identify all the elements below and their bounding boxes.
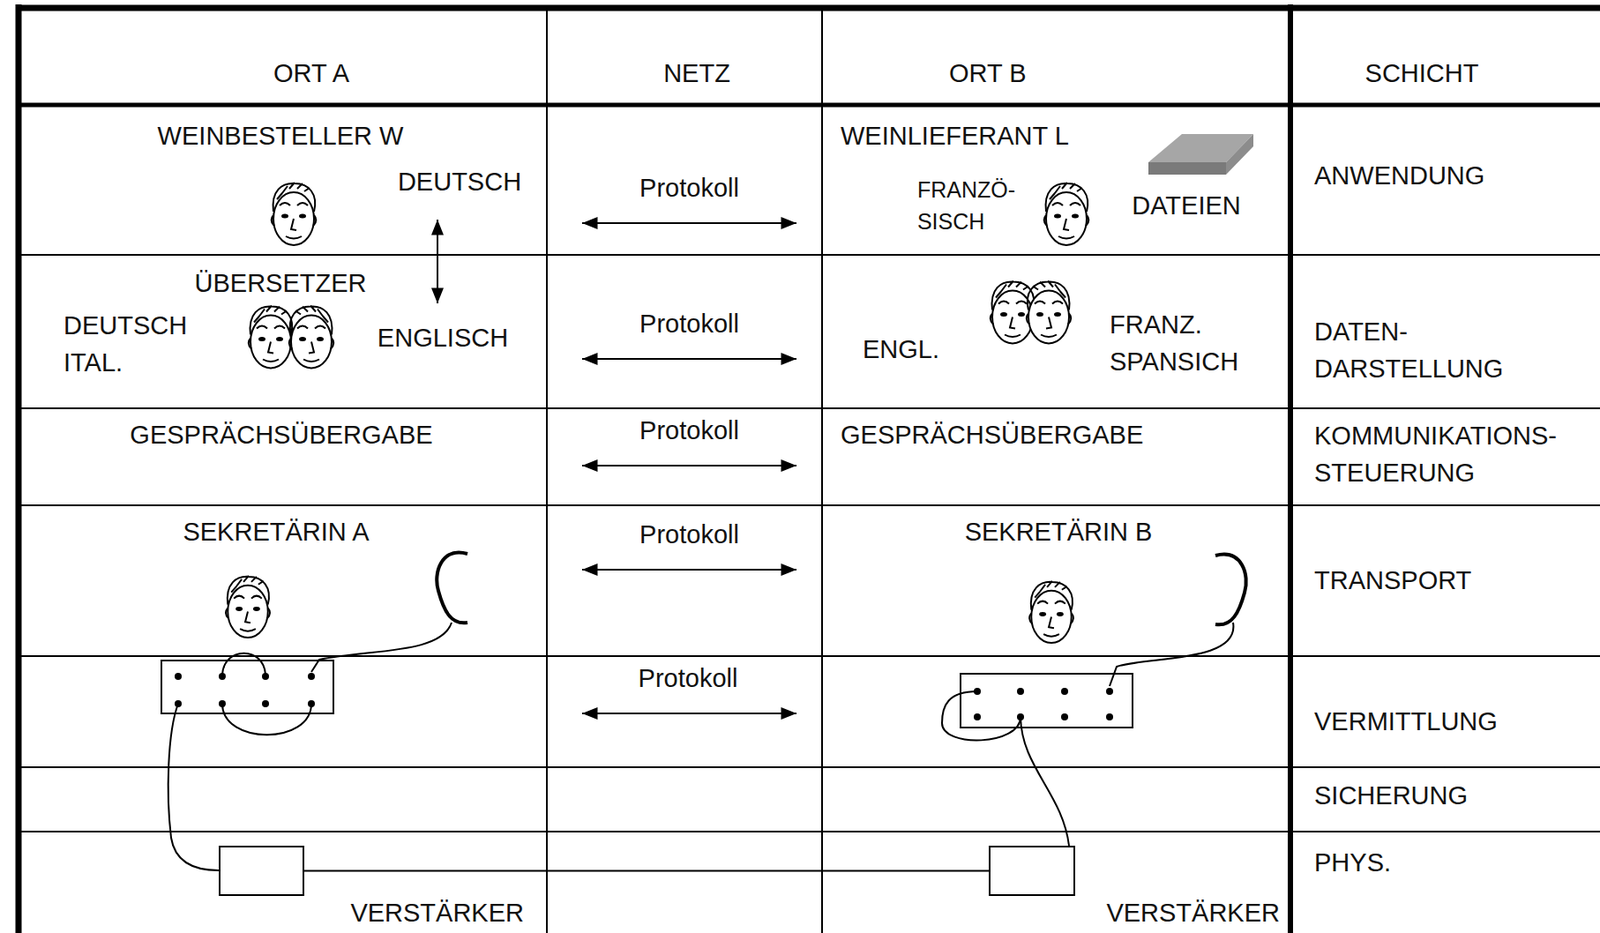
protocol-label: Protokoll — [639, 411, 740, 449]
protocol-arrow — [582, 712, 797, 715]
grid-line — [18, 504, 1600, 507]
person-faces — [225, 182, 1089, 643]
protocol-label: Protokoll — [639, 305, 740, 343]
switchboard-a — [161, 553, 468, 871]
layer-name: ANWENDUNG — [1314, 157, 1485, 195]
cell-text: ENGL. — [862, 330, 940, 368]
patch-cord — [942, 691, 1021, 741]
grid-line — [15, 5, 1600, 12]
cell-text: GESPRÄCHSÜBERGABE — [129, 416, 433, 454]
patch-cord — [222, 703, 312, 735]
amplifier-box: VERSTÄRKER — [988, 845, 1076, 897]
amplifier-box: VERSTÄRKER — [218, 845, 305, 897]
layer-cell: SEKRETÄRIN B — [822, 505, 1291, 657]
cell-text: GESPRÄCHSÜBERGABE — [840, 416, 1144, 454]
layer-name: VERMITTLUNG — [1314, 702, 1498, 741]
handset — [436, 553, 468, 624]
grid-line — [18, 407, 1600, 410]
face-icon — [1044, 182, 1090, 246]
layer-cell: ENGL. FRANZ. SPANSICH — [822, 254, 1291, 409]
cell-text: ENGLISCH — [377, 319, 509, 357]
signal-line — [304, 870, 989, 873]
layer-name: SICHERUNG — [1314, 777, 1468, 815]
protocol-label: Protokoll — [639, 169, 740, 207]
face-icon — [271, 182, 317, 246]
grid-line — [15, 4, 23, 933]
protocol-arrow — [582, 358, 797, 360]
layer-cell: WEINLIEFERANT L FRANZÖ- SISCH DATEIEN — [822, 104, 1291, 255]
switchboard — [960, 673, 1133, 728]
grid-line — [18, 830, 1600, 833]
grid-line — [545, 7, 548, 933]
cell-text: DATEIEN — [1131, 186, 1242, 225]
layer-cell: GESPRÄCHSÜBERGABE — [822, 408, 1291, 506]
cell-text: DEUTSCH ITAL. — [63, 306, 187, 382]
table-grid — [15, 4, 1600, 933]
column-header: ORT B — [949, 54, 1027, 92]
face-icon — [289, 306, 335, 369]
face-icon — [1026, 281, 1072, 344]
column-header: NETZ — [663, 54, 731, 92]
wire — [1020, 717, 1070, 846]
grid-line — [18, 103, 1600, 108]
column-header: SCHICHT — [1365, 54, 1480, 92]
layer-cell: WEINBESTELLER W DEUTSCH — [18, 104, 547, 255]
patch-cord — [222, 653, 266, 677]
protocol-label: Protokoll — [639, 515, 740, 554]
amplifier-label: VERSTÄRKER — [350, 894, 524, 932]
cell-text: ÜBERSETZER — [194, 264, 367, 302]
phone-cord — [311, 622, 452, 673]
switchboard — [161, 660, 334, 714]
cell-text: WEINBESTELLER W — [157, 117, 404, 155]
layer-name: TRANSPORT — [1314, 561, 1472, 599]
layer-cell: SEKRETÄRIN A — [18, 505, 547, 657]
cell-text: SEKRETÄRIN A — [182, 513, 369, 551]
cell-text: FRANZÖ- SISCH — [917, 173, 1016, 239]
wire — [168, 703, 219, 871]
switchboard-b — [942, 554, 1247, 846]
grid-line — [18, 254, 1600, 256]
cell-text: DEUTSCH — [397, 163, 522, 201]
face-icon — [225, 575, 270, 638]
layer-name: KOMMUNIKATIONS- STEUERUNG — [1314, 417, 1557, 492]
layer-cell: GESPRÄCHSÜBERGABE — [18, 408, 547, 506]
layer-name: DATEN- DARSTELLUNG — [1314, 313, 1503, 388]
protocol-arrow — [582, 464, 797, 467]
file-side — [1226, 134, 1254, 175]
cell-text: SEKRETÄRIN B — [964, 513, 1153, 551]
protocol-arrow — [582, 568, 797, 571]
face-icon — [248, 306, 294, 369]
file-icon — [1148, 134, 1254, 175]
layer-name: PHYS. — [1314, 844, 1391, 882]
protocol-arrow — [582, 222, 797, 225]
cell-text: FRANZ. SPANSICH — [1109, 306, 1239, 381]
amplifier-label: VERSTÄRKER — [1106, 894, 1280, 932]
cell-text: WEINLIEFERANT L — [840, 117, 1070, 155]
file-front — [1148, 162, 1227, 175]
protocol-label: Protokoll — [638, 659, 739, 697]
face-icon — [1029, 581, 1074, 643]
layer-cell: ÜBERSETZERDEUTSCH ITAL. ENGLISCH — [18, 254, 547, 409]
grid-line — [18, 766, 1600, 769]
grid-line — [821, 7, 823, 933]
grid-line — [1287, 4, 1294, 933]
handset — [1215, 554, 1247, 626]
translation-arrow — [436, 219, 439, 304]
phone-cord — [1109, 622, 1234, 687]
column-header: ORT A — [273, 54, 350, 92]
